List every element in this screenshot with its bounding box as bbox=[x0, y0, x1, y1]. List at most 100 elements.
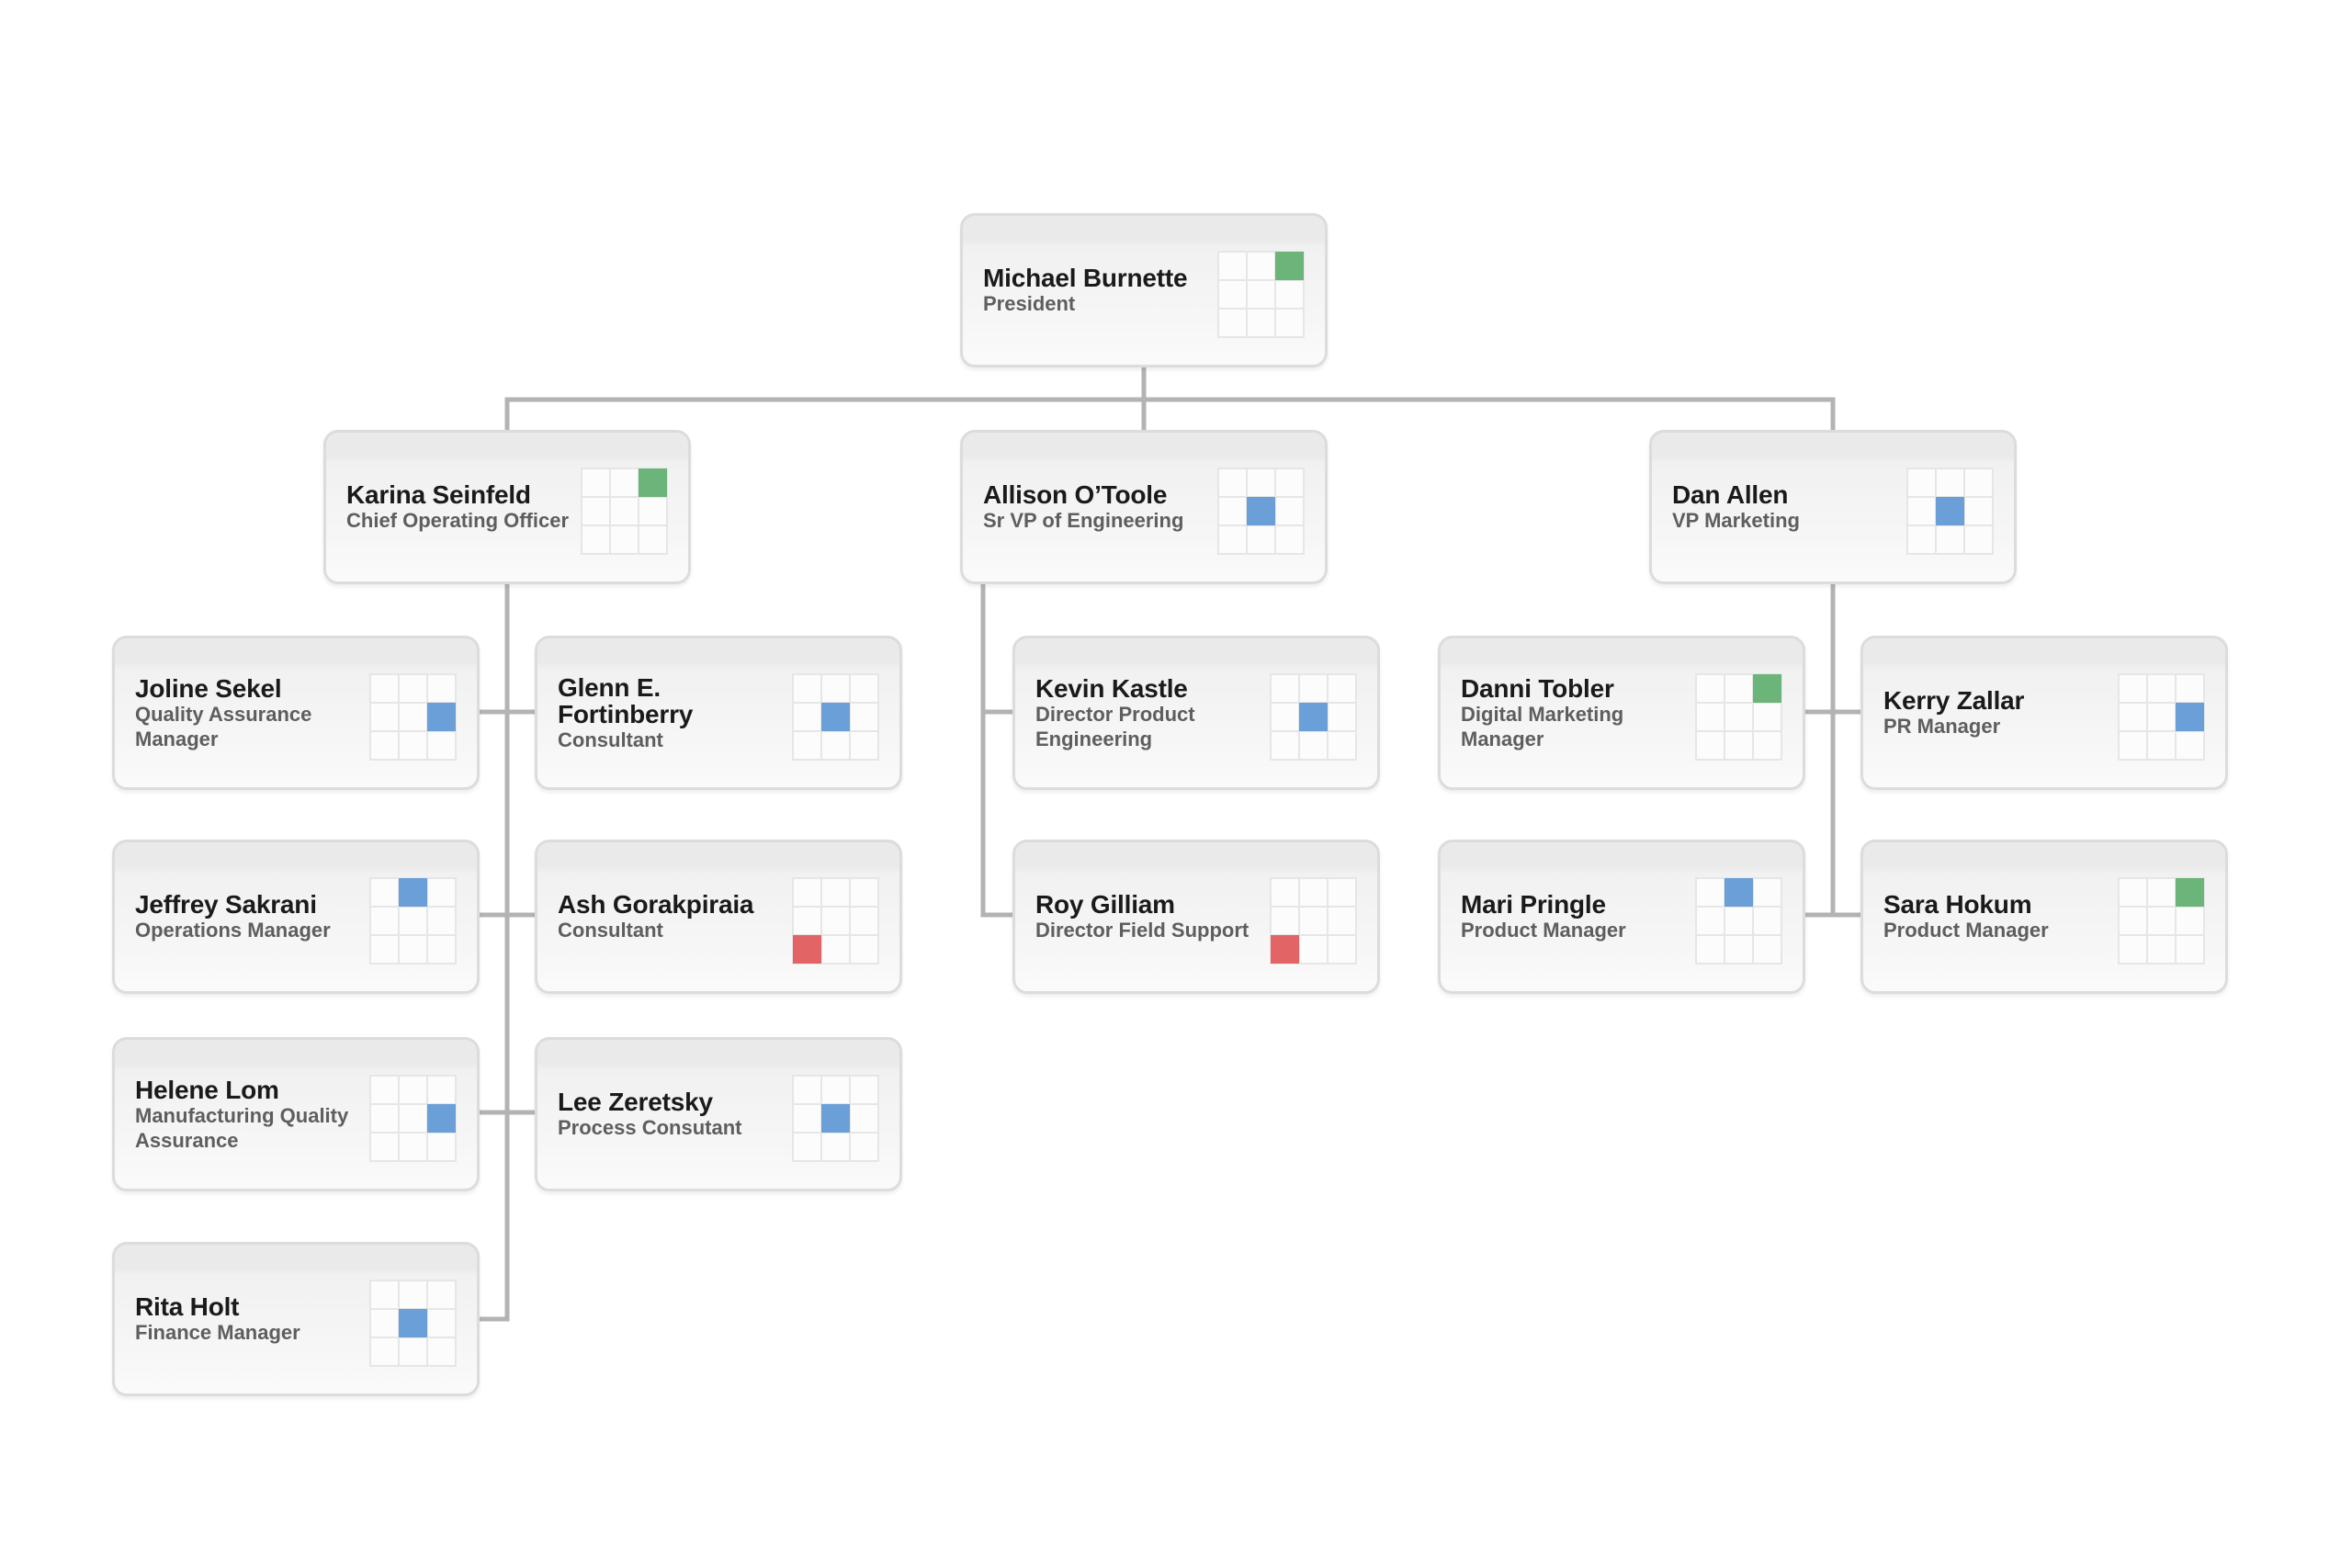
status-grid-cell bbox=[427, 731, 456, 760]
status-grid-cell bbox=[2147, 907, 2176, 935]
card-text: Rita Holt Finance Manager bbox=[135, 1245, 369, 1393]
card-text: Joline Sekel Quality Assurance Manager bbox=[135, 638, 369, 787]
card-text: Dan Allen VP Marketing bbox=[1672, 433, 1906, 581]
status-grid-cell bbox=[370, 907, 399, 935]
person-name: Lee Zeretsky bbox=[558, 1088, 713, 1116]
person-name: Rita Holt bbox=[135, 1292, 240, 1321]
status-grid-cell bbox=[1753, 731, 1781, 760]
card-text: Karina Seinfeld Chief Operating Officer bbox=[346, 433, 581, 581]
org-card-joline-sekel[interactable]: Joline Sekel Quality Assurance Manager bbox=[112, 636, 480, 790]
card-text: Michael Burnette President bbox=[983, 216, 1217, 365]
person-title: VP Marketing bbox=[1672, 509, 1800, 532]
status-grid-cell bbox=[399, 907, 427, 935]
person-name: Sara Hokum bbox=[1883, 890, 2032, 919]
status-grid-cell bbox=[821, 907, 850, 935]
status-grid-cell bbox=[850, 935, 878, 964]
org-card-karina-seinfeld[interactable]: Karina Seinfeld Chief Operating Officer bbox=[323, 430, 691, 584]
person-name: Danni Tobler bbox=[1461, 673, 1614, 703]
status-grid-cell bbox=[370, 935, 399, 964]
status-grid-cell bbox=[1907, 497, 1936, 525]
org-card-rita-holt[interactable]: Rita Holt Finance Manager bbox=[112, 1242, 480, 1396]
status-grid-cell bbox=[2176, 935, 2204, 964]
card-text: Mari Pringle Product Manager bbox=[1461, 842, 1695, 991]
org-card-glenn-fortinberry[interactable]: Glenn E. Fortinberry Consultant bbox=[535, 636, 902, 790]
status-indicator-blue bbox=[427, 1104, 456, 1133]
person-title: Director Product Engineering bbox=[1035, 702, 1195, 750]
person-title: Digital Marketing Manager bbox=[1461, 702, 1624, 750]
status-grid-cell bbox=[582, 497, 610, 525]
org-card-lee-zeretsky[interactable]: Lee Zeretsky Process Consutant bbox=[535, 1037, 902, 1191]
status-grid-cell bbox=[1753, 878, 1781, 907]
org-card-ash-gorakpiraia[interactable]: Ash Gorakpiraia Consultant bbox=[535, 840, 902, 994]
person-name: Roy Gilliam bbox=[1035, 890, 1175, 919]
org-card-michael-burnette[interactable]: Michael Burnette President bbox=[960, 213, 1328, 367]
status-grid-cell bbox=[2147, 878, 2176, 907]
status-grid-cell bbox=[1218, 497, 1247, 525]
status-indicator-blue bbox=[399, 878, 427, 907]
status-grid-cell bbox=[2147, 935, 2176, 964]
card-text: Lee Zeretsky Process Consutant bbox=[558, 1040, 792, 1189]
status-grid-cell bbox=[793, 674, 821, 703]
status-grid-cell bbox=[2119, 907, 2147, 935]
org-card-roy-gilliam[interactable]: Roy Gilliam Director Field Support bbox=[1012, 840, 1380, 994]
status-grid-cell bbox=[1964, 497, 1993, 525]
status-indicator-blue bbox=[1299, 703, 1328, 731]
status-grid-cell bbox=[1753, 935, 1781, 964]
status-grid-cell bbox=[1328, 703, 1356, 731]
status-grid-cell bbox=[370, 674, 399, 703]
org-card-kerry-zallar[interactable]: Kerry Zallar PR Manager bbox=[1860, 636, 2228, 790]
connector-root-to-vps bbox=[504, 363, 1836, 434]
status-grid-cell bbox=[399, 1280, 427, 1309]
status-grid-cell bbox=[850, 731, 878, 760]
person-name: Joline Sekel bbox=[135, 673, 282, 703]
status-grid-cell bbox=[850, 1104, 878, 1133]
status-grid-cell bbox=[1218, 252, 1247, 280]
status-grid-cell bbox=[370, 1337, 399, 1366]
status-grid-cell bbox=[2147, 703, 2176, 731]
status-grid-cell bbox=[1299, 907, 1328, 935]
status-grid-cell bbox=[793, 1133, 821, 1161]
org-card-danni-tobler[interactable]: Danni Tobler Digital Marketing Manager bbox=[1438, 636, 1805, 790]
connector-karina-reports bbox=[477, 580, 537, 1322]
status-grid-cell bbox=[399, 703, 427, 731]
connector-dan-reports bbox=[1803, 580, 1863, 918]
org-card-jeffrey-sakrani[interactable]: Jeffrey Sakrani Operations Manager bbox=[112, 840, 480, 994]
status-grid-cell bbox=[427, 935, 456, 964]
org-card-mari-pringle[interactable]: Mari Pringle Product Manager bbox=[1438, 840, 1805, 994]
status-grid-cell bbox=[427, 674, 456, 703]
person-name: Michael Burnette bbox=[983, 264, 1188, 292]
person-name: Jeffrey Sakrani bbox=[135, 890, 317, 919]
status-grid-cell bbox=[399, 731, 427, 760]
status-grid bbox=[2118, 673, 2205, 761]
status-grid-cell bbox=[1907, 525, 1936, 554]
status-grid-cell bbox=[399, 935, 427, 964]
status-grid-cell bbox=[793, 703, 821, 731]
status-grid-cell bbox=[427, 1309, 456, 1337]
status-grid-cell bbox=[1328, 674, 1356, 703]
status-grid-cell bbox=[793, 1076, 821, 1104]
status-grid-cell bbox=[1271, 878, 1299, 907]
status-grid-cell bbox=[1724, 731, 1753, 760]
status-grid-cell bbox=[1936, 468, 1964, 497]
org-card-dan-allen[interactable]: Dan Allen VP Marketing bbox=[1649, 430, 2017, 584]
status-grid-cell bbox=[399, 1337, 427, 1366]
status-grid-cell bbox=[2119, 935, 2147, 964]
status-grid bbox=[369, 1280, 457, 1367]
status-grid-cell bbox=[1218, 525, 1247, 554]
status-grid-cell bbox=[1247, 280, 1275, 309]
person-title: Quality Assurance Manager bbox=[135, 702, 312, 750]
status-grid-cell bbox=[427, 1133, 456, 1161]
status-grid-cell bbox=[2176, 731, 2204, 760]
status-grid-cell bbox=[1275, 280, 1304, 309]
card-text: Ash Gorakpiraia Consultant bbox=[558, 842, 792, 991]
org-card-kevin-kastle[interactable]: Kevin Kastle Director Product Engineerin… bbox=[1012, 636, 1380, 790]
org-card-sara-hokum[interactable]: Sara Hokum Product Manager bbox=[1860, 840, 2228, 994]
status-indicator-blue bbox=[427, 703, 456, 731]
status-grid-cell bbox=[821, 935, 850, 964]
status-grid-cell bbox=[610, 468, 639, 497]
org-card-allison-otoole[interactable]: Allison O’Toole Sr VP of Engineering bbox=[960, 430, 1328, 584]
status-grid-cell bbox=[1753, 907, 1781, 935]
status-grid bbox=[369, 673, 457, 761]
org-card-helene-lom[interactable]: Helene Lom Manufacturing Quality Assuran… bbox=[112, 1037, 480, 1191]
status-grid-cell bbox=[639, 525, 667, 554]
